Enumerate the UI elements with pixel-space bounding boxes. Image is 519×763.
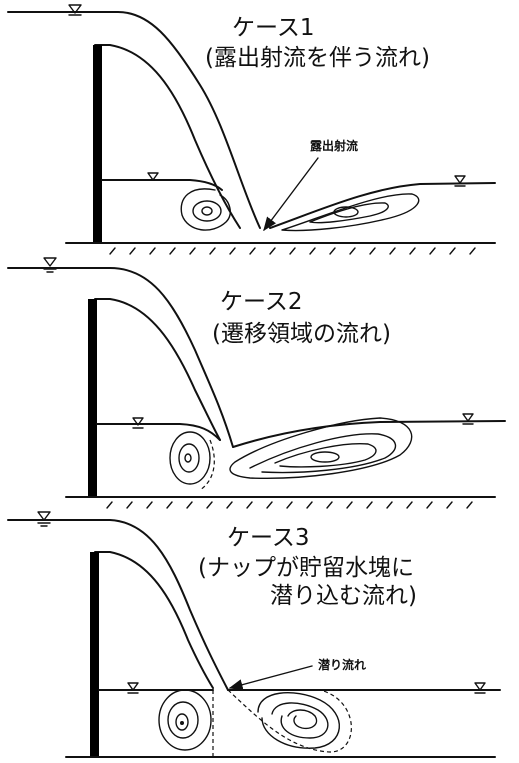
case1-title: ケース1 xyxy=(232,15,314,41)
case2-weir-wall xyxy=(88,299,97,497)
case3-roller-core xyxy=(180,721,184,725)
case1-subtitle: (露出射流を伴う流れ) xyxy=(205,45,430,71)
case3-weir-wall xyxy=(90,552,99,757)
case2-eddy-mid xyxy=(249,433,397,474)
case2-eddy-inner xyxy=(310,451,340,463)
case1-nappe-upper xyxy=(7,11,261,229)
case1-roller-inner xyxy=(192,200,222,222)
case2-bed-hatching xyxy=(106,501,473,509)
case1-jet-label: 露出射流 xyxy=(310,138,358,153)
case2-roller-core xyxy=(184,453,192,463)
case1-downstream-water-level-icon-left xyxy=(147,172,159,181)
case2-panel: ケース2 (遷移領域の流れ) xyxy=(7,257,506,509)
case3-swirl-outer xyxy=(257,692,340,749)
case1-bed-hatching xyxy=(109,247,476,255)
case2-eddy-mid2 xyxy=(274,442,377,468)
case3-title: ケース3 xyxy=(227,525,309,551)
case3-panel: 潜り流れ ケース3 (ナップが貯留水塊に 潜り込む流れ) xyxy=(7,511,501,758)
case1-nappe-lower xyxy=(94,44,241,229)
case2-roller-dashed xyxy=(199,439,215,491)
case2-roller-inner xyxy=(178,443,200,473)
case2-nappe-upper xyxy=(7,267,234,448)
case3-downstream-water-level-icon-left xyxy=(127,682,139,694)
case3-downstream-water-level-icon-right xyxy=(474,682,486,694)
case3-roller-inner xyxy=(175,713,189,731)
case3-swirl-mid xyxy=(271,702,329,739)
case1-tailwater-left xyxy=(101,179,223,191)
case2-eddy-outer xyxy=(229,417,413,479)
case1-eddy-inner xyxy=(333,206,359,218)
case3-dashed-plume xyxy=(227,689,352,753)
case2-tailwater-right xyxy=(232,420,506,448)
case1-eddy-outer xyxy=(281,193,420,232)
case1-panel: 露出射流 ケース1 (露出射流を伴う流れ) xyxy=(7,4,496,255)
case2-downstream-water-level-icon-left xyxy=(132,417,144,429)
case1-tailwater-right xyxy=(269,182,496,229)
case3-nappe-lower xyxy=(94,551,214,689)
case3-nappe-upper xyxy=(7,519,229,691)
case1-roller-outer xyxy=(180,188,231,231)
case2-downstream-water-level-icon-right xyxy=(462,413,474,425)
case1-weir-wall xyxy=(93,45,102,243)
case3-plunge-label: 潜り流れ xyxy=(318,657,366,672)
case1-roller-core xyxy=(201,206,213,216)
case2-nappe-lower xyxy=(94,298,221,441)
case1-downstream-water-level-icon-right xyxy=(454,175,466,187)
case3-roller-mid xyxy=(167,701,199,739)
case3-upstream-water-level-icon xyxy=(37,511,51,527)
case3-subtitle: (ナップが貯留水塊に xyxy=(198,555,414,581)
case2-roller-outer xyxy=(169,431,211,485)
case1-eddy-mid xyxy=(309,202,389,224)
case3-swirl-inner xyxy=(287,709,318,730)
case1-upstream-water-level-icon xyxy=(68,4,82,16)
case3-roller-outer xyxy=(158,689,212,751)
case3-subtitle-line2: 潜り込む流れ) xyxy=(270,583,417,609)
case2-subtitle: (遷移領域の流れ) xyxy=(212,321,391,347)
case2-upstream-water-level-icon xyxy=(43,257,57,273)
case3-plunge-arrow xyxy=(228,665,313,691)
case2-title: ケース2 xyxy=(220,289,302,315)
case1-jet-arrow xyxy=(263,157,319,232)
case2-tailwater-left xyxy=(96,423,221,441)
